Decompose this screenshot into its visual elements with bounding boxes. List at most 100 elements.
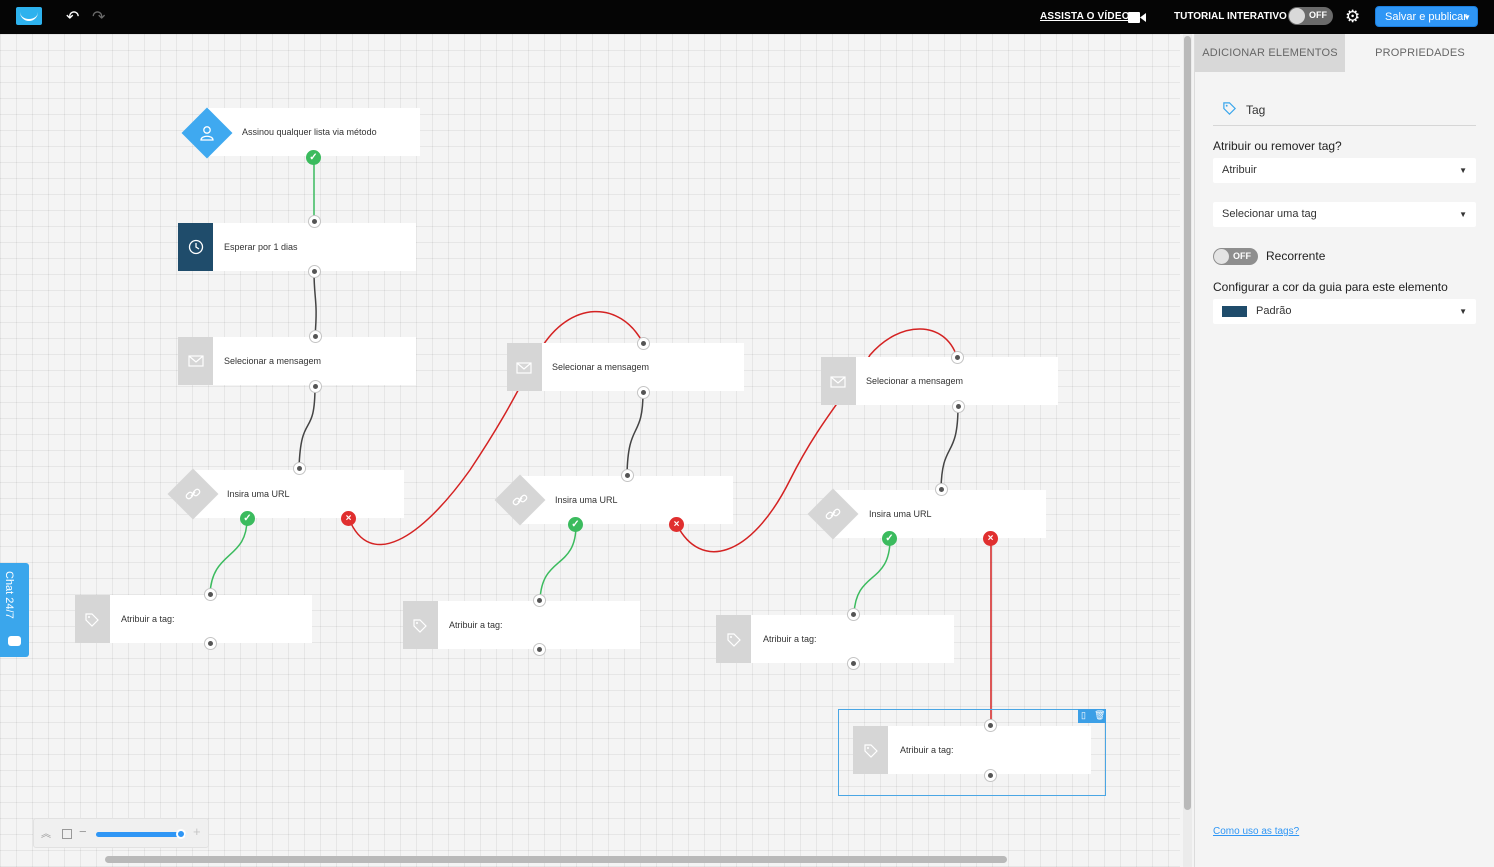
success-icon[interactable]: ✓ [882, 531, 897, 546]
tag-select[interactable]: Selecionar uma tag ▼ [1213, 202, 1476, 227]
divider [1213, 125, 1476, 126]
message-node-label: Selecionar a mensagem [224, 356, 322, 366]
horizontal-scroll-thumb[interactable] [105, 856, 1007, 863]
input-port[interactable] [293, 462, 306, 475]
color-swatch [1222, 306, 1247, 317]
chat-button[interactable]: Chat 24/7 [0, 563, 29, 657]
trash-icon[interactable]: 🗑 [1094, 710, 1106, 720]
chevron-down-icon: ▼ [1459, 166, 1467, 175]
envelope-icon [516, 362, 532, 374]
redo-icon[interactable]: ↷ [92, 7, 106, 26]
message-node[interactable]: Selecionar a mensagem [178, 337, 416, 385]
message-node-label: Selecionar a mensagem [866, 376, 964, 386]
tab-properties[interactable]: PROPRIEDADES [1375, 47, 1465, 59]
vertical-scrollbar[interactable] [1183, 34, 1192, 867]
output-port[interactable] [984, 769, 997, 782]
tag-node[interactable]: Atribuir a tag: [403, 601, 640, 649]
tag-node-selected[interactable]: Atribuir a tag: [853, 726, 1091, 774]
color-select[interactable]: Padrão ▼ [1213, 299, 1476, 324]
toggle-knob [1289, 8, 1305, 24]
fit-screen-icon[interactable] [62, 829, 72, 839]
input-port[interactable] [847, 608, 860, 621]
message-icon-box [821, 357, 856, 405]
message-icon-box [507, 343, 542, 391]
zoom-in-icon[interactable]: + [193, 824, 201, 839]
output-port[interactable] [204, 637, 217, 650]
url-node-label: Insira uma URL [227, 489, 290, 499]
chevron-down-icon: ▼ [1463, 13, 1471, 22]
tag-icon [727, 633, 741, 647]
save-publish-button[interactable]: Salvar e publicar ▼ [1375, 6, 1478, 27]
link-icon [185, 488, 201, 500]
url-node-label: Insira uma URL [869, 509, 932, 519]
url-condition-node[interactable]: Insira uma URL [192, 470, 404, 518]
output-port[interactable] [637, 386, 650, 399]
logo-icon[interactable] [16, 7, 42, 25]
tag-icon-box [853, 726, 888, 774]
recurrent-toggle-state: OFF [1233, 251, 1251, 261]
link-icon [825, 508, 841, 520]
output-port[interactable] [952, 400, 965, 413]
output-port[interactable] [533, 643, 546, 656]
success-icon[interactable]: ✓ [240, 511, 255, 526]
success-icon[interactable]: ✓ [568, 517, 583, 532]
tag-icon-box [403, 601, 438, 649]
recurrent-toggle[interactable]: OFF [1213, 248, 1258, 265]
toggle-knob [1214, 249, 1229, 264]
envelope-icon [188, 355, 204, 367]
collapse-icon[interactable]: ︽ [41, 829, 51, 840]
zoom-slider-handle[interactable] [176, 829, 186, 839]
watch-video-link[interactable]: ASSISTA O VÍDEO [1040, 11, 1130, 22]
fail-icon[interactable]: × [341, 511, 356, 526]
output-port[interactable] [847, 657, 860, 670]
tag-icon [1223, 102, 1236, 115]
tab-add-elements[interactable]: ADICIONAR ELEMENTOS [1195, 34, 1345, 72]
input-port[interactable] [309, 330, 322, 343]
zoom-slider[interactable] [96, 832, 186, 837]
tag-node-label: Atribuir a tag: [763, 634, 817, 644]
chat-bubble-icon [8, 636, 21, 646]
tag-node[interactable]: Atribuir a tag: [75, 595, 312, 643]
color-select-value: Padrão [1256, 305, 1292, 317]
input-port[interactable] [637, 337, 650, 350]
tag-node-label: Atribuir a tag: [121, 614, 175, 624]
message-node[interactable]: Selecionar a mensagem [821, 357, 1058, 405]
tutorial-toggle[interactable]: OFF [1288, 7, 1333, 25]
input-port[interactable] [621, 469, 634, 482]
tag-icon [413, 619, 427, 633]
input-port[interactable] [533, 594, 546, 607]
help-link[interactable]: Como uso as tags? [1213, 826, 1300, 837]
output-port[interactable] [308, 265, 321, 278]
url-condition-node[interactable]: Insira uma URL [834, 490, 1046, 538]
input-port[interactable] [308, 215, 321, 228]
selected-element-frame [838, 709, 1106, 796]
input-port[interactable] [935, 483, 948, 496]
fail-icon[interactable]: × [669, 517, 684, 532]
copy-icon[interactable]: ▯ [1081, 710, 1086, 720]
zoom-out-icon[interactable]: − [79, 824, 87, 839]
input-port[interactable] [204, 588, 217, 601]
fail-icon[interactable]: × [983, 531, 998, 546]
horizontal-scrollbar[interactable] [0, 855, 1180, 864]
vertical-scroll-thumb[interactable] [1184, 36, 1191, 810]
assign-select-value: Atribuir [1222, 164, 1257, 176]
input-port[interactable] [984, 719, 997, 732]
chevron-down-icon: ▼ [1459, 307, 1467, 316]
message-node[interactable]: Selecionar a mensagem [507, 343, 744, 391]
tag-icon [85, 613, 99, 627]
user-icon [200, 126, 214, 141]
gear-icon[interactable]: ⚙ [1345, 7, 1361, 27]
tag-node[interactable]: Atribuir a tag: [716, 615, 954, 663]
video-camera-icon[interactable] [1128, 12, 1146, 23]
input-port[interactable] [951, 351, 964, 364]
recurrent-label: Recorrente [1266, 249, 1326, 263]
zoom-controls: ︽ − + [33, 818, 209, 848]
undo-icon[interactable]: ↶ [66, 7, 80, 26]
output-port[interactable] [309, 380, 322, 393]
start-node[interactable]: Assinou qualquer lista via método [206, 108, 420, 156]
url-condition-node[interactable]: Insira uma URL [520, 476, 733, 524]
envelope-icon [830, 376, 846, 388]
success-icon[interactable]: ✓ [306, 150, 321, 165]
assign-select[interactable]: Atribuir ▼ [1213, 158, 1476, 183]
wait-node[interactable]: Esperar por 1 dias [178, 223, 416, 271]
